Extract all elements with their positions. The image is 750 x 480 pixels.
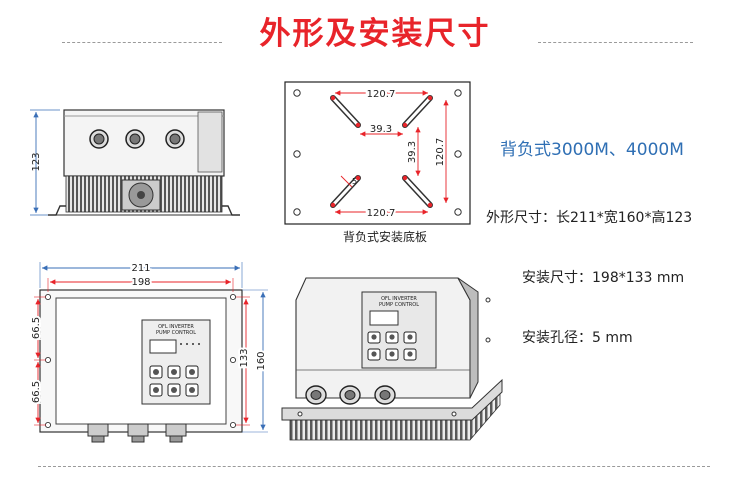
dim-right-outer: 160 (256, 351, 267, 370)
dim-hole: 5 (352, 177, 357, 186)
model-heading: 背负式3000M、4000M (500, 140, 684, 160)
cable-gland-icon (339, 385, 361, 405)
spec-hole: 安装孔径：5 mm (522, 330, 633, 346)
spec-outline: 外形尺寸：长211*宽160*高123 (486, 210, 693, 226)
cable-gland-icon (374, 385, 396, 405)
panel-brand: OFL INVERTER (158, 324, 194, 330)
title-divider-left (62, 42, 222, 43)
dim-plate-top: 120.7 (367, 89, 396, 100)
dim-right-inner: 133 (239, 348, 250, 367)
dim-width-outer: 211 (131, 263, 150, 274)
persp-panel-model: PUMP CONTROL (379, 302, 419, 308)
perspective-view: OFL INVERTER PUMP CONTROL (281, 277, 503, 441)
panel-model: PUMP CONTROL (156, 330, 196, 336)
dim-width-inner: 198 (131, 277, 150, 288)
cable-gland-icon (89, 129, 109, 149)
dim-left-upper: 66.5 (31, 317, 42, 339)
title-divider-right (538, 42, 693, 43)
persp-display-screen (369, 310, 399, 326)
cable-gland-icon (87, 423, 109, 443)
dim-plate-inner-h: 39.3 (370, 124, 392, 135)
front-view: OFL INVERTER PUMP CONTROL 211 198 66.5 6… (29, 261, 269, 443)
bottom-divider (38, 466, 710, 467)
dim-left-lower: 66.5 (31, 381, 42, 403)
cable-gland-icon (127, 423, 149, 443)
spec-mounting: 安装尺寸：198*133 mm (522, 270, 685, 286)
page-title: 外形及安装尺寸 (259, 16, 491, 52)
cable-gland-icon (165, 423, 187, 443)
persp-panel-brand: OFL INVERTER (381, 296, 417, 302)
mounting-plate: 120.7 39.3 39.3 120.7 120.7 5 (284, 81, 471, 225)
dim-plate-bottom: 120.7 (367, 208, 396, 219)
plate-caption: 背负式安装底板 (342, 230, 427, 244)
dim-height: 123 (31, 152, 42, 171)
dim-plate-right: 120.7 (435, 138, 446, 167)
display-screen (149, 339, 177, 354)
dim-plate-inner-v: 39.3 (407, 141, 418, 163)
cable-gland-icon (305, 385, 327, 405)
side-view: 123 (30, 109, 240, 216)
cable-gland-icon (165, 129, 185, 149)
fan-icon (121, 179, 161, 211)
cable-gland-icon (125, 129, 145, 149)
